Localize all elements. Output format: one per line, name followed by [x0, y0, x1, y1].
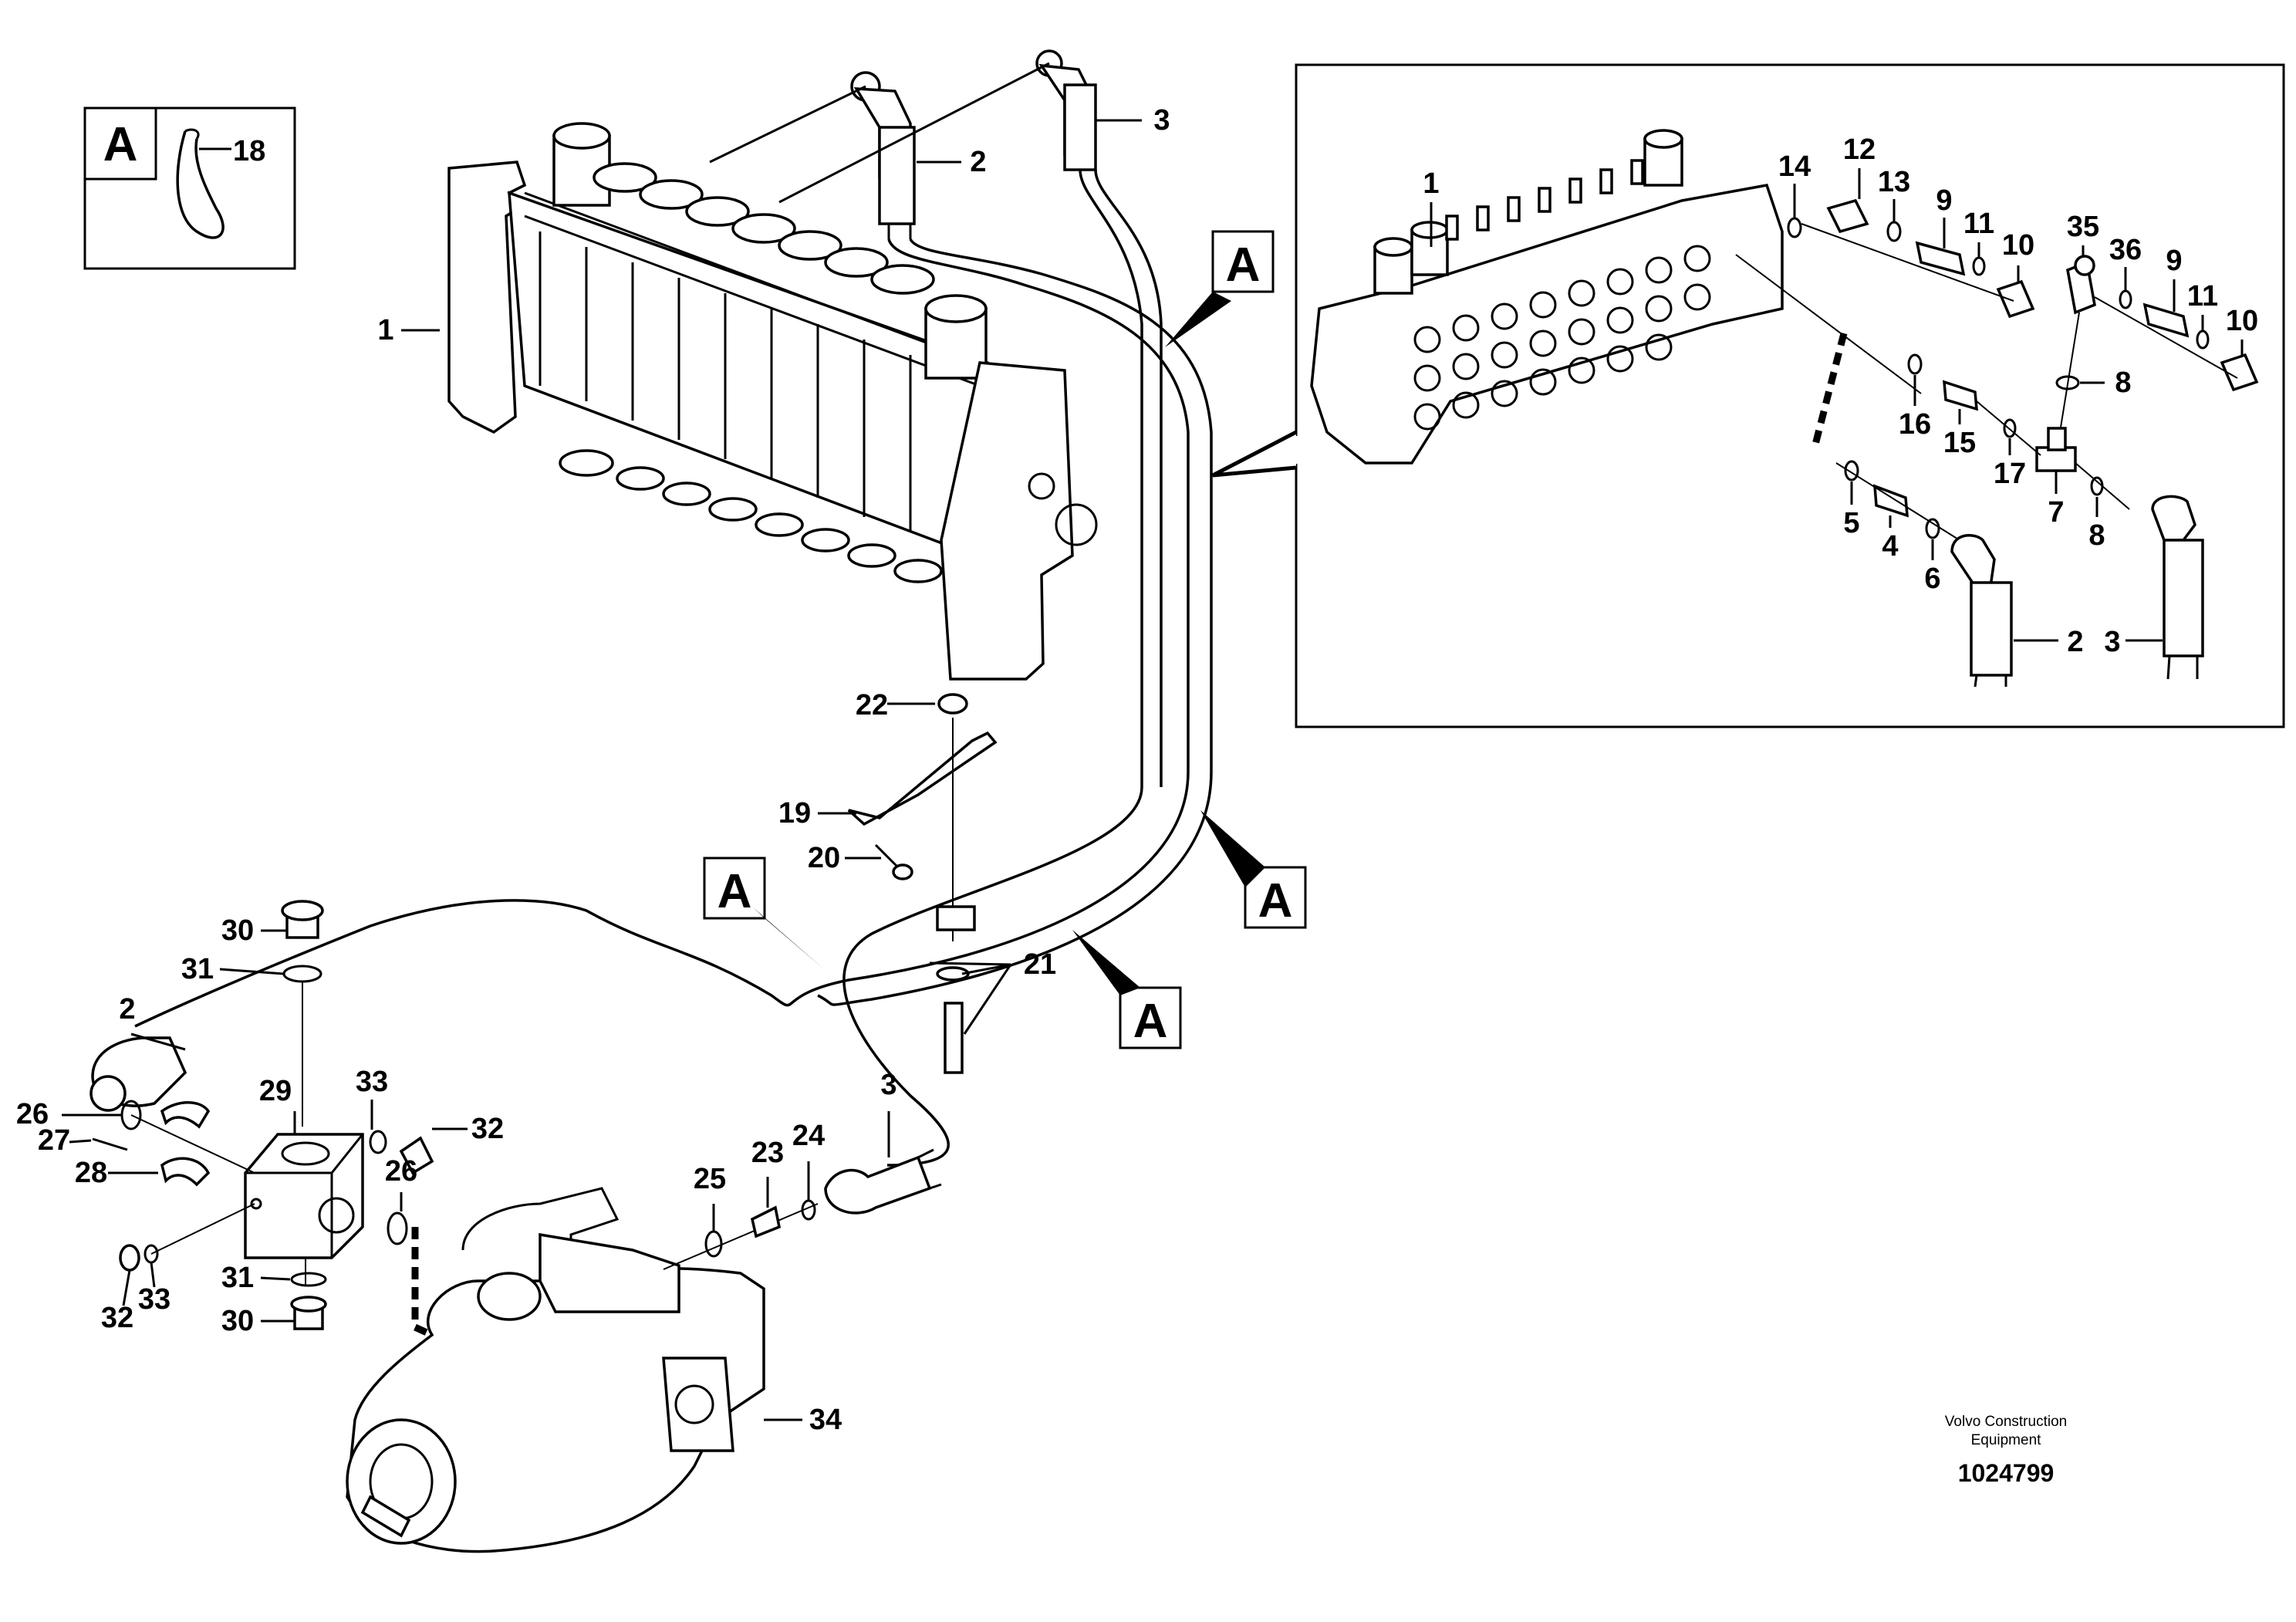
- label-34: 34: [809, 1404, 842, 1436]
- label-21: 21: [1024, 948, 1056, 981]
- bottom-ports: [559, 449, 943, 583]
- detail-ports: [1413, 245, 1711, 431]
- label-32-right: 32: [471, 1113, 504, 1145]
- pump-port-fittings: 25 23 24 3: [663, 1069, 942, 1270]
- valve-sections: [539, 231, 912, 532]
- label-22: 22: [856, 689, 888, 721]
- label-33-bottom: 33: [138, 1283, 171, 1316]
- bracket-assembly: 22 19 20 21: [778, 689, 1056, 1074]
- detail-label-13: 13: [1878, 166, 1910, 198]
- label-30-bottom: 30: [221, 1305, 254, 1337]
- hydraulic-pump: 34: [346, 1187, 842, 1553]
- detail-label-7: 7: [2048, 496, 2064, 529]
- label-19: 19: [778, 797, 811, 830]
- svg-text:A: A: [718, 865, 752, 918]
- detail-label-3: 3: [2104, 626, 2120, 658]
- detail-solenoids: [1445, 159, 1644, 241]
- legend-letter: A: [103, 118, 138, 171]
- footer: Volvo Construction Equipment 1024799: [1945, 1414, 2067, 1487]
- label-24: 24: [792, 1120, 825, 1152]
- detail-label-1: 1: [1423, 167, 1439, 200]
- company-line-2: Equipment: [1971, 1432, 2042, 1448]
- end-block: [940, 361, 1098, 681]
- view-marker-3: A: [703, 857, 824, 969]
- label-27: 27: [38, 1124, 70, 1157]
- detail-valve: 1: [1310, 129, 1784, 465]
- detail-label-8a: 8: [2115, 367, 2131, 399]
- detail-label-35: 35: [2067, 211, 2099, 243]
- label-33-top: 33: [356, 1066, 388, 1098]
- view-arrow-1: [1165, 292, 1231, 347]
- detail-label-4: 4: [1882, 530, 1898, 563]
- label-26-right: 26: [385, 1155, 417, 1188]
- svg-text:A: A: [1226, 238, 1261, 292]
- flange-block-assembly: 30 31 29 33 32 2 26 27: [16, 900, 504, 1339]
- label-20: 20: [808, 842, 840, 874]
- label-3-top: 3: [1153, 104, 1170, 137]
- detail-label-11b: 11: [2187, 280, 2218, 313]
- company-line-1: Volvo Construction: [1945, 1414, 2067, 1430]
- detail-label-16: 16: [1899, 408, 1931, 441]
- svg-text:A: A: [1258, 874, 1293, 928]
- detail-label-9b: 9: [2166, 245, 2182, 277]
- view-arrow-3: [753, 907, 824, 969]
- top-solenoids: [552, 122, 988, 380]
- control-valve-assembly: 1: [377, 122, 1098, 681]
- label-3-mid: 3: [880, 1069, 896, 1101]
- detail-label-5: 5: [1843, 507, 1859, 539]
- label-30-top: 30: [221, 914, 254, 947]
- label-31-top: 31: [181, 953, 214, 985]
- view-marker-2: A: [1200, 810, 1307, 929]
- detail-label-14: 14: [1778, 150, 1811, 183]
- label-28: 28: [75, 1157, 107, 1189]
- label-29: 29: [259, 1075, 292, 1107]
- label-1: 1: [377, 314, 393, 346]
- view-arrow-4: [1072, 930, 1140, 995]
- top-hose-fittings: 2 3: [709, 49, 1170, 239]
- cable-tie-icon: [176, 130, 225, 239]
- label-2-left: 2: [119, 993, 135, 1026]
- detail-label-36: 36: [2109, 234, 2142, 266]
- view-arrow-2: [1200, 810, 1265, 887]
- detail-label-2: 2: [2067, 626, 2083, 658]
- label-31-bottom: 31: [221, 1262, 254, 1294]
- label-26-left: 26: [16, 1098, 49, 1130]
- label-2-top: 2: [970, 146, 986, 178]
- hose-lines: [134, 169, 1213, 1167]
- drawing-number: 1024799: [1958, 1459, 2055, 1487]
- legend-box: A 18: [83, 106, 296, 270]
- detail-label-15: 15: [1943, 427, 1976, 459]
- label-23: 23: [751, 1137, 784, 1169]
- view-marker-1: A: [1165, 230, 1275, 347]
- label-25: 25: [694, 1163, 726, 1195]
- detail-label-12: 12: [1843, 133, 1876, 166]
- svg-text:A: A: [1133, 995, 1168, 1048]
- detail-label-9a: 9: [1936, 184, 1952, 217]
- detail-label-10a: 10: [2002, 229, 2034, 262]
- detail-label-11a: 11: [1963, 208, 1994, 240]
- detail-label-8b: 8: [2088, 519, 2105, 552]
- view-marker-4: A: [1072, 930, 1182, 1049]
- detail-label-17: 17: [1994, 458, 2026, 490]
- label-18: 18: [233, 135, 265, 167]
- detail-label-6: 6: [1924, 563, 1940, 595]
- label-32-bottom: 32: [101, 1302, 133, 1334]
- detail-label-10b: 10: [2226, 305, 2258, 337]
- detail-view: 1 14 12 13 9 11 10 35 36 9: [1211, 63, 2285, 728]
